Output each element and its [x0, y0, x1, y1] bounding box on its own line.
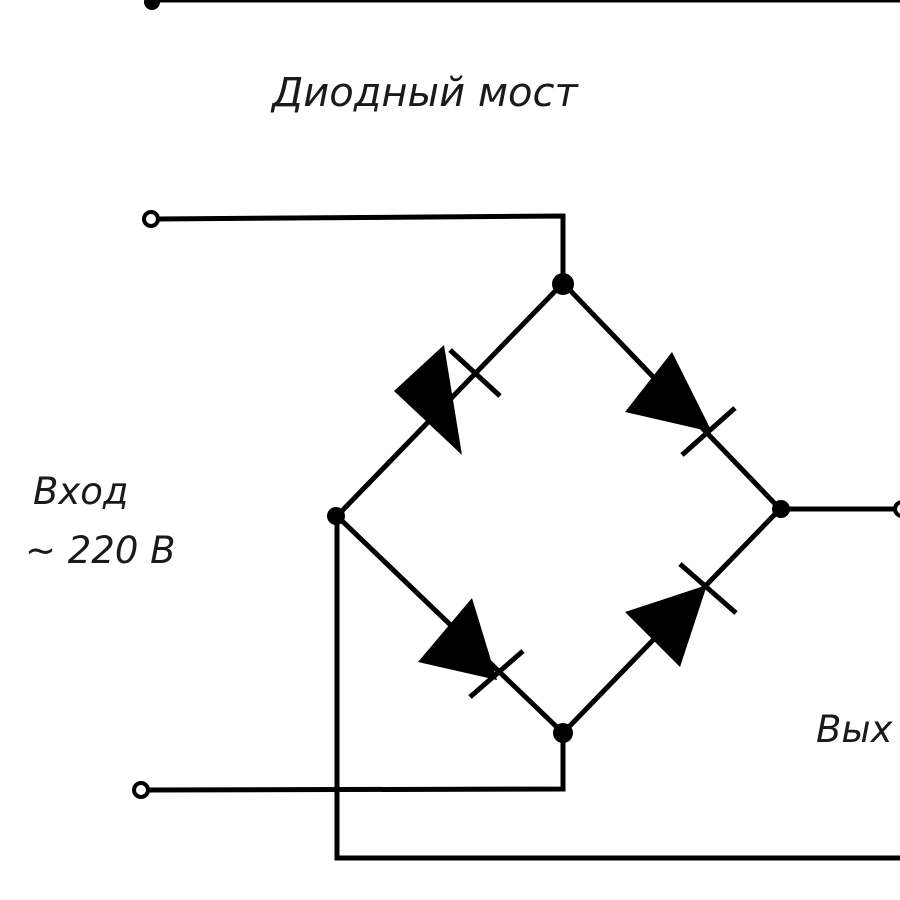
input-label: Вход	[33, 470, 129, 513]
diagram-title: Диодный мост	[270, 70, 579, 116]
input-terminal-top	[142, 210, 160, 228]
input-terminal-bottom	[132, 781, 150, 799]
output-wire-positive	[777, 500, 900, 518]
node-left	[327, 507, 345, 525]
diode-lower-left	[418, 598, 525, 699]
node-right	[772, 500, 790, 518]
input-wire-top	[155, 213, 566, 286]
input-voltage-label: ~ 220 В	[25, 529, 176, 572]
output-wire-negative	[334, 513, 900, 861]
diode-upper-left	[394, 345, 502, 455]
top-edge-wire	[144, 0, 900, 10]
input-wire-bottom	[145, 730, 566, 793]
bridge-wires	[333, 279, 784, 737]
output-label: Вых	[816, 708, 894, 751]
diode-upper-right	[625, 352, 737, 457]
diode-lower-right	[625, 562, 738, 667]
node-bottom	[553, 723, 573, 743]
node-top	[552, 273, 574, 295]
